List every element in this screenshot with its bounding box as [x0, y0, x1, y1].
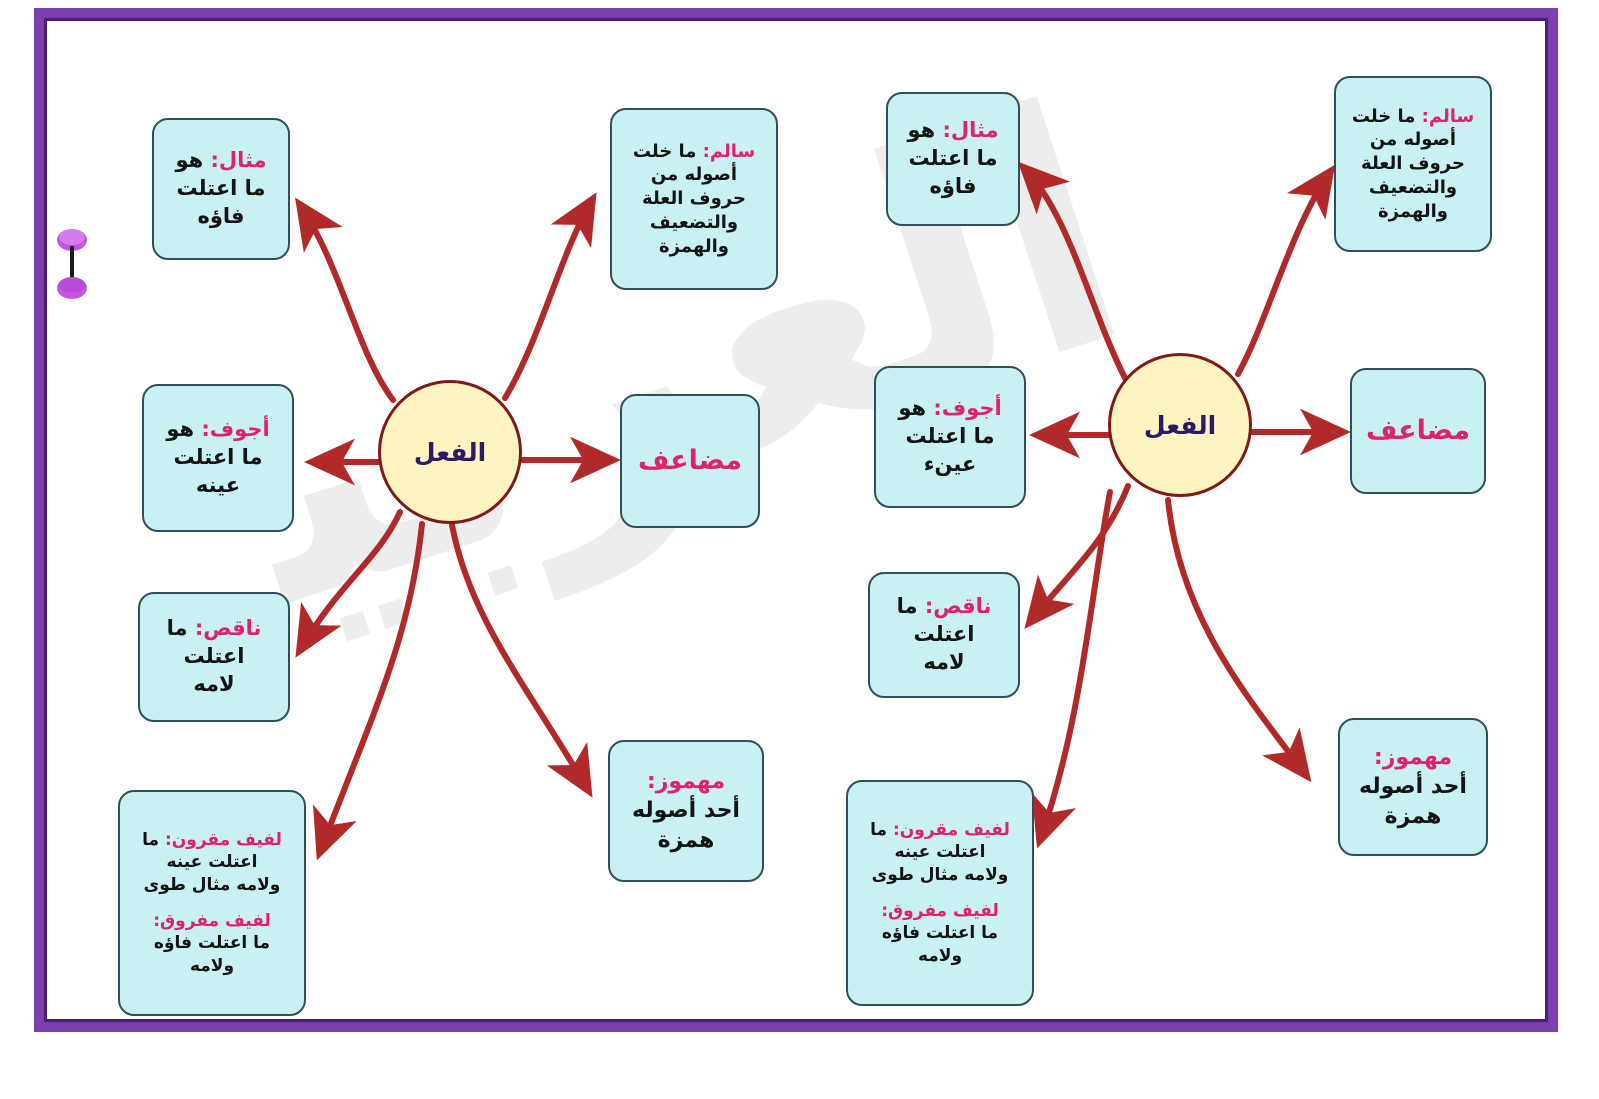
node-line: اعتلت: [913, 622, 975, 647]
node-line: والهمزة: [659, 235, 729, 257]
node-heading: أجوف:: [201, 417, 270, 442]
center-label: الفعل: [413, 437, 487, 467]
node-heading: لفيف مقرون:: [892, 819, 1010, 840]
node-line: والتضعيف: [1368, 176, 1458, 198]
node-heading: مضاعف: [1365, 415, 1471, 447]
node-line: أحد أصوله: [1359, 774, 1467, 800]
node-block: مثال: هو ما اعتلت فاؤه: [907, 117, 998, 200]
node-line: والتضعيف: [649, 211, 739, 233]
node-line: اعتلت: [183, 644, 245, 669]
node-heading: ناقص:: [924, 594, 992, 619]
right-node-ajwaf[interactable]: أجوف: هو ما اعتلت عينء: [874, 366, 1026, 508]
node-line: ما: [166, 616, 188, 641]
node-line: ولامه مثال طوى: [143, 874, 281, 895]
node-line: هو: [898, 396, 927, 421]
node-line: ما اعتلت فاؤه: [881, 923, 999, 944]
node-line: هو: [175, 148, 204, 173]
node-line: ما: [142, 829, 160, 850]
node-line: هو: [166, 417, 195, 442]
node-heading: لفيف مفروق:: [881, 901, 999, 921]
node-line: فاؤه: [929, 173, 977, 198]
left-node-ajwaf[interactable]: أجوف: هو ما اعتلت عينه: [142, 384, 294, 532]
hourglass-icon: [55, 228, 89, 300]
node-line: ولامه مثال طوى: [871, 864, 1009, 885]
left-node-mudaaf[interactable]: مضاعف: [620, 394, 760, 528]
node-block: أجوف: هو ما اعتلت عينه: [166, 416, 269, 499]
node-line: ما اعتلت: [176, 176, 266, 201]
node-heading: أجوف:: [933, 396, 1002, 421]
node-heading: سالم:: [1421, 105, 1475, 127]
node-heading: سالم:: [702, 140, 756, 162]
node-block: لفيف مقرون: ما اعتلت عينه ولامه مثال طوى: [870, 819, 1010, 886]
left-node-mahmuz[interactable]: مهموز: أحد أصوله همزة: [608, 740, 764, 882]
node-block: سالم: ما خلت أصوله من حروف العلة والتضعي…: [633, 140, 755, 259]
node-block: أجوف: هو ما اعتلت عينء: [898, 395, 1001, 478]
node-line: اعتلت عينه: [166, 852, 258, 873]
node-heading: مهموز:: [1373, 745, 1453, 771]
right-node-mudaaf[interactable]: مضاعف: [1350, 368, 1486, 494]
node-line: ولامه: [917, 945, 963, 966]
left-node-lafif[interactable]: لفيف مقرون: ما اعتلت عينه ولامه مثال طوى…: [118, 790, 306, 1016]
right-node-mahmuz[interactable]: مهموز: أحد أصوله همزة: [1338, 718, 1488, 856]
node-block: مهموز: أحد أصوله همزة: [632, 767, 740, 854]
node-line: والهمزة: [1378, 200, 1448, 222]
node-block: لفيف مفروق: ما اعتلت فاؤه ولامه: [153, 910, 271, 977]
node-line: حروف العلة: [1361, 153, 1465, 175]
node-line: ما اعتلت: [905, 424, 995, 449]
node-line: اعتلت عينه: [894, 842, 986, 863]
center-label: الفعل: [1143, 410, 1217, 440]
node-line: ما اعتلت: [173, 445, 263, 470]
node-line: لامه: [193, 671, 235, 696]
node-heading: مثال:: [210, 148, 267, 173]
node-line: حروف العلة: [642, 188, 746, 210]
node-block: لفيف مفروق: ما اعتلت فاؤه ولامه: [881, 900, 999, 967]
node-line: أصوله من: [650, 164, 738, 186]
right-node-lafif[interactable]: لفيف مقرون: ما اعتلت عينه ولامه مثال طوى…: [846, 780, 1034, 1006]
node-line: ما خلت: [632, 140, 697, 162]
node-block: سالم: ما خلت أصوله من حروف العلة والتضعي…: [1352, 105, 1474, 224]
node-line: همزة: [657, 827, 715, 853]
node-line: أصوله من: [1369, 129, 1457, 151]
left-map-center-node[interactable]: الفعل: [378, 380, 522, 524]
node-block: لفيف مقرون: ما اعتلت عينه ولامه مثال طوى: [142, 829, 282, 896]
node-line: ما اعتلت فاؤه: [153, 933, 271, 954]
right-map-center-node[interactable]: الفعل: [1108, 353, 1252, 497]
left-node-naqis[interactable]: ناقص: ما اعتلت لامه: [138, 592, 290, 722]
node-block: مهموز: أحد أصوله همزة: [1359, 743, 1467, 830]
left-node-salim[interactable]: سالم: ما خلت أصوله من حروف العلة والتضعي…: [610, 108, 778, 290]
node-heading: مهموز:: [646, 769, 726, 795]
node-line: ما: [870, 819, 888, 840]
node-line: هو: [907, 118, 936, 143]
node-block: ناقص: ما اعتلت لامه: [897, 593, 992, 676]
node-block: ناقص: ما اعتلت لامه: [167, 615, 262, 698]
node-line: همزة: [1384, 803, 1442, 829]
node-heading: لفيف مقرون:: [164, 829, 282, 850]
node-line: ما خلت: [1351, 105, 1416, 127]
node-line: ولامه: [189, 955, 235, 976]
node-line: عينء: [923, 451, 977, 476]
node-heading: لفيف مفروق:: [153, 911, 271, 931]
node-line: لامه: [923, 649, 965, 674]
right-node-salim[interactable]: سالم: ما خلت أصوله من حروف العلة والتضعي…: [1334, 76, 1492, 252]
node-heading: مضاعف: [637, 445, 743, 477]
node-block: مثال: هو ما اعتلت فاؤه: [175, 147, 266, 230]
node-heading: مثال:: [942, 118, 999, 143]
node-line: أحد أصوله: [632, 798, 740, 824]
left-node-mithal[interactable]: مثال: هو ما اعتلت فاؤه: [152, 118, 290, 260]
node-line: فاؤه: [197, 203, 245, 228]
node-line: ما اعتلت: [908, 146, 998, 171]
right-node-naqis[interactable]: ناقص: ما اعتلت لامه: [868, 572, 1020, 698]
node-line: عينه: [195, 472, 241, 497]
right-node-mithal[interactable]: مثال: هو ما اعتلت فاؤه: [886, 92, 1020, 226]
node-heading: ناقص:: [194, 616, 262, 641]
node-line: ما: [896, 594, 918, 619]
